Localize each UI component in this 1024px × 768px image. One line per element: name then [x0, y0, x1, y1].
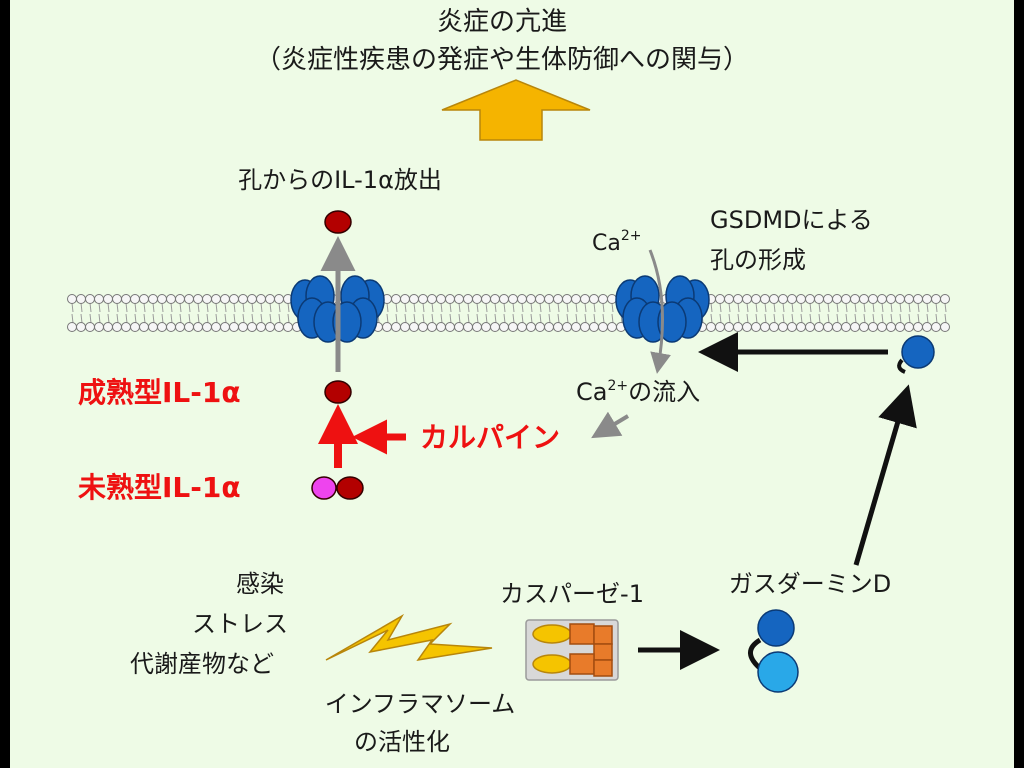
- diagram-canvas: 炎症の亢進 （炎症性疾患の発症や生体防御への関与） 孔からのIL-1α放出 GS…: [10, 0, 1014, 768]
- diagram-subtitle: （炎症性疾患の発症や生体防御への関与）: [255, 45, 749, 75]
- immature-il1a-molecule: [336, 476, 364, 500]
- inflammasome-line1: インフラマソーム: [325, 690, 516, 718]
- gasdermin-to-membrane-arrow: [853, 384, 917, 566]
- release-label: 孔からのIL-1α放出: [238, 166, 442, 194]
- gsdmd-pore-label-line2: 孔の形成: [710, 246, 806, 274]
- pathway-diagram: 炎症の亢進 （炎症性疾患の発症や生体防御への関与） 孔からのIL-1α放出 GS…: [67, 7, 950, 756]
- propiece-molecule: [311, 476, 337, 500]
- calcium-ion-label: Ca2+: [592, 228, 641, 256]
- mature-il1a-label: 成熟型IL-1α: [78, 376, 241, 409]
- calpain-label: カルパイン: [420, 421, 560, 454]
- trigger-infection: 感染: [236, 570, 284, 598]
- gsdmd-pore-label-line1: GSDMDによる: [710, 206, 873, 234]
- gsdmd-pore-right: [615, 275, 710, 343]
- inflammasome-line2: の活性化: [354, 728, 450, 756]
- gsdmd-membrane-monomer: [897, 335, 935, 374]
- gasdermin-label: ガスダーミンD: [729, 570, 891, 598]
- calcium-to-calpain-arrow: [591, 411, 630, 439]
- lightning-bolt-icon: [325, 613, 493, 662]
- caspase1-label: カスパーゼ-1: [500, 580, 644, 608]
- calcium-influx-label: Ca2+の流入: [576, 378, 700, 406]
- cell-membrane: [67, 294, 950, 332]
- trigger-metabolites: 代謝産物など: [130, 650, 274, 678]
- gsdmd-pore-left: [290, 275, 385, 343]
- immature-il1a-label: 未熟型IL-1α: [78, 471, 241, 504]
- trigger-stress: ストレス: [192, 610, 288, 638]
- released-il1a-molecule: [324, 210, 352, 234]
- inflammation-up-arrow: [441, 79, 591, 141]
- gasdermin-d-protein: [748, 609, 799, 693]
- mature-il1a-molecule: [324, 380, 352, 404]
- diagram-title: 炎症の亢進: [437, 7, 567, 37]
- caspase1-complex: [525, 619, 619, 681]
- calcium-influx-arrow: [648, 249, 671, 374]
